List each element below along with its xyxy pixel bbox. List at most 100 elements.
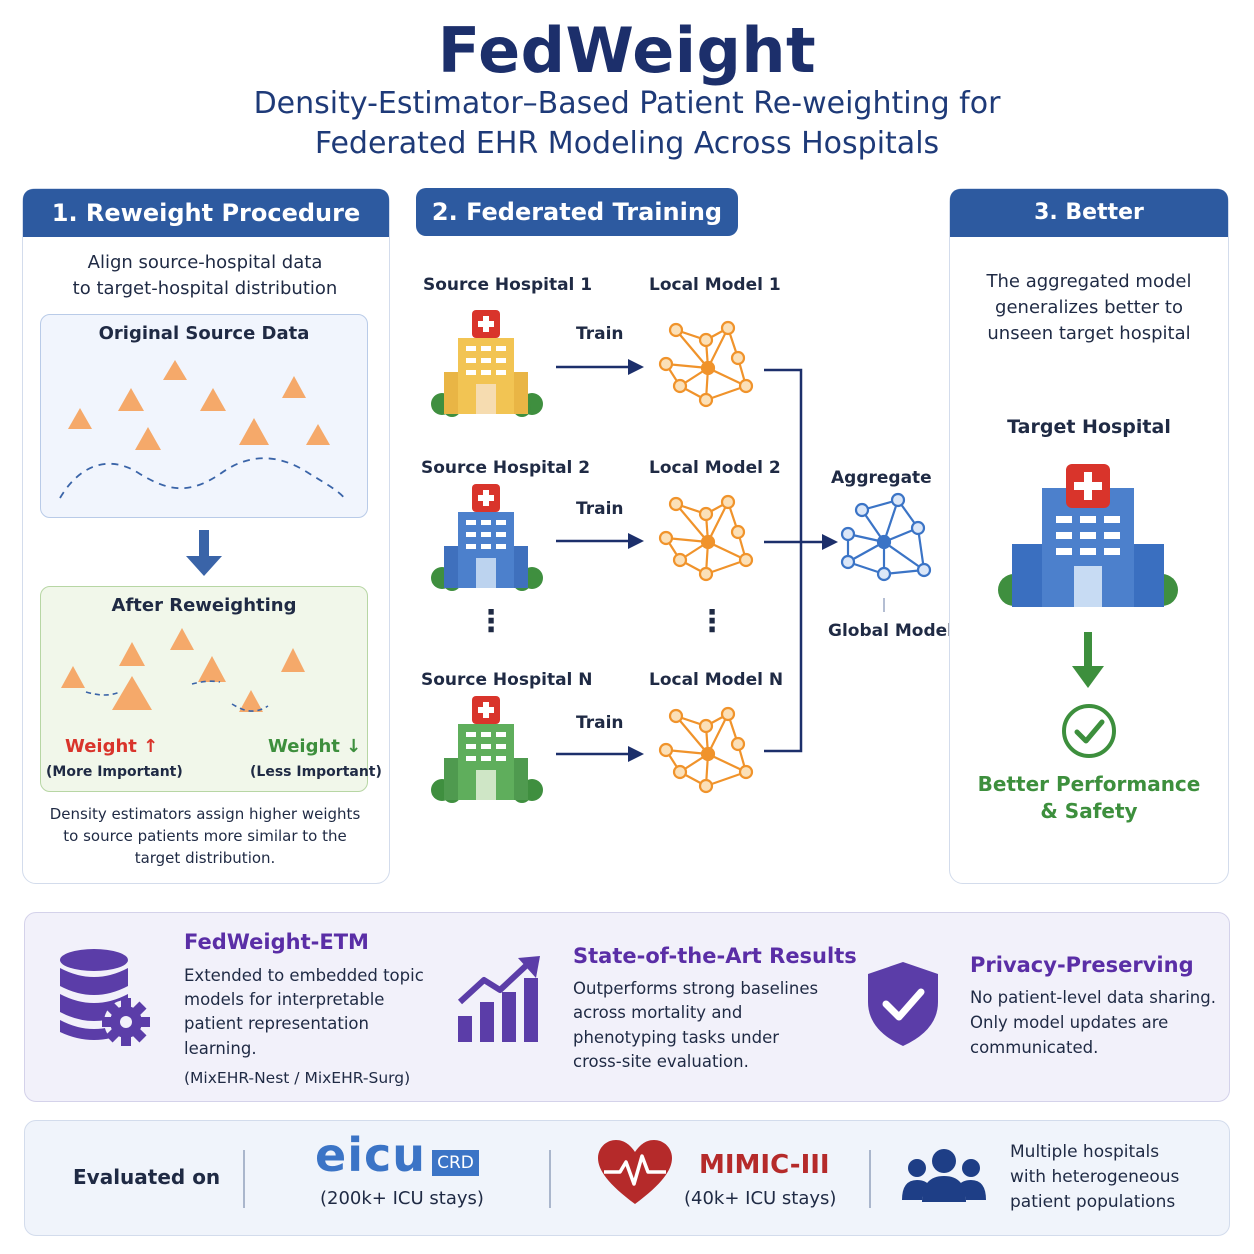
source-point xyxy=(118,388,144,411)
original-source-box xyxy=(40,314,368,518)
database-gear-icon xyxy=(60,949,150,1046)
check-circle-icon xyxy=(1062,704,1116,758)
feature-etm-line-1: Extended to embedded topic xyxy=(184,966,424,985)
subtitle-line-2: Federated EHR Modeling Across Hospitals xyxy=(314,126,940,161)
reweight-intro-line-1: Align source-hospital data xyxy=(87,252,323,273)
source-point xyxy=(282,376,306,398)
feature-privacy-line-2: Only model updates are xyxy=(970,1013,1169,1032)
divider-3 xyxy=(869,1150,871,1208)
feature-etm-line-4: learning. xyxy=(184,1039,257,1058)
reweighted-distribution-plot xyxy=(61,628,305,712)
growth-chart-icon xyxy=(457,956,540,1042)
local-model-1-label: Local Model 1 xyxy=(649,275,781,295)
reweight-caption-line-3: target distribution. xyxy=(134,849,276,867)
hospital-n-icon xyxy=(431,696,543,803)
hospital-2-icon xyxy=(431,484,543,591)
local-model-2-label: Local Model 2 xyxy=(649,458,781,478)
source-point xyxy=(200,388,226,411)
feature-privacy-title: Privacy-Preserving xyxy=(970,953,1194,977)
train-label-2: Train xyxy=(576,499,624,519)
source-hospital-n-label: Source Hospital N xyxy=(421,670,593,690)
feature-sota-line-1: Outperforms strong baselines xyxy=(573,979,819,998)
original-source-title: Original Source Data xyxy=(98,323,310,344)
reweighted-point xyxy=(281,648,305,672)
aggregate-label: Aggregate xyxy=(831,468,932,488)
weight-down-note: (Less Important) xyxy=(250,764,382,780)
feature-privacy-line-1: No patient-level data sharing. xyxy=(970,988,1216,1007)
target-density-curve xyxy=(59,457,347,501)
model-ellipsis: ⋮ xyxy=(697,604,727,639)
divider-2 xyxy=(549,1150,551,1208)
heart-pulse-icon xyxy=(598,1140,672,1204)
reweight-intro-line-2: to target-hospital distribution xyxy=(72,278,338,299)
feature-privacy-line-3: communicated. xyxy=(970,1038,1099,1057)
federated-training-heading: 2. Federated Training xyxy=(416,188,738,236)
source-hospital-1-label: Source Hospital 1 xyxy=(423,275,593,295)
feature-etm-line-5: (MixEHR-Nest / MixEHR-Surg) xyxy=(184,1069,411,1087)
weight-down-label: Weight ↓ xyxy=(268,736,362,757)
generalization-intro-line-2: generalizes better to xyxy=(995,297,1183,318)
global-model-icon xyxy=(840,492,932,582)
source-point xyxy=(68,408,92,429)
generalization-heading: 3. Better Generalization xyxy=(950,189,1228,273)
people-group-icon xyxy=(902,1149,986,1202)
global-model-label: Global Model xyxy=(828,621,953,641)
reweight-caption-line-2: to source patients more similar to the xyxy=(63,827,347,845)
generalization-intro-line-1: The aggregated model xyxy=(986,271,1192,292)
result-line-2: & Safety xyxy=(1040,799,1138,823)
train-label-n: Train xyxy=(576,713,624,733)
after-reweighting-title: After Reweighting xyxy=(111,595,297,616)
eicu-crd-badge: CRD xyxy=(432,1150,479,1176)
feature-sota-line-2: across mortality and xyxy=(573,1003,743,1022)
reweighted-point xyxy=(61,666,85,688)
multi-hospitals-line-3: patient populations xyxy=(1010,1192,1176,1212)
reweighted-point xyxy=(119,642,145,666)
source-point xyxy=(135,427,161,450)
subtitle-line-1: Density-Estimator–Based Patient Re-weigh… xyxy=(253,86,1001,121)
source-point xyxy=(163,360,187,380)
target-hospital-icon xyxy=(998,464,1178,607)
reweighted-point xyxy=(170,628,194,650)
aggregate-arrow-head xyxy=(822,534,838,550)
weight-up-note: (More Important) xyxy=(46,764,183,780)
shield-check-icon xyxy=(868,962,938,1046)
source-point xyxy=(239,418,269,445)
feature-sota-line-4: cross-site evaluation. xyxy=(573,1052,749,1071)
local-model-n-icon xyxy=(658,706,754,794)
source-hospital-2-label: Source Hospital 2 xyxy=(421,458,591,478)
down-arrow-green-icon xyxy=(1072,632,1104,688)
feature-etm-line-3: patient representation xyxy=(184,1014,369,1033)
hospital-1-icon xyxy=(431,310,543,417)
mimic-note: (40k+ ICU stays) xyxy=(684,1188,837,1209)
page-title: FedWeight xyxy=(437,14,817,87)
train-label-1: Train xyxy=(576,324,624,344)
divider-1 xyxy=(243,1150,245,1208)
reweight-heading: 1. Reweight Procedure xyxy=(23,189,389,237)
multi-hospitals-line-1: Multiple hospitals xyxy=(1010,1142,1160,1162)
after-reweighting-box xyxy=(40,586,368,792)
feature-sota-title: State-of-the-Art Results xyxy=(573,944,857,968)
reweighted-point xyxy=(198,656,226,682)
reweighted-point xyxy=(112,676,152,710)
weight-up-label: Weight ↑ xyxy=(65,736,159,757)
generalization-intro-line-3: unseen target hospital xyxy=(987,323,1191,344)
eicu-note: (200k+ ICU stays) xyxy=(320,1188,484,1209)
local-model-2-icon xyxy=(658,494,754,582)
evaluated-on-label: Evaluated on xyxy=(73,1165,221,1189)
local-model-1-icon xyxy=(658,320,754,408)
features-strip xyxy=(24,912,1230,1102)
result-line-1: Better Performance xyxy=(977,772,1201,796)
down-arrow-icon xyxy=(186,530,222,576)
reweight-caption-line-1: Density estimators assign higher weights xyxy=(49,805,361,823)
feature-etm-line-2: models for interpretable xyxy=(184,990,385,1009)
local-model-n-label: Local Model N xyxy=(649,670,784,690)
multi-hospitals-line-2: with heterogeneous xyxy=(1010,1167,1180,1187)
feature-etm-title: FedWeight-ETM xyxy=(184,930,369,954)
aggregation-bracket xyxy=(764,368,822,753)
reweighted-point xyxy=(239,690,263,712)
reweighted-density-curve xyxy=(85,680,269,712)
original-distribution-plot xyxy=(59,360,347,501)
target-hospital-label: Target Hospital xyxy=(1007,416,1171,438)
eicu-logo: eicu xyxy=(315,1128,426,1182)
